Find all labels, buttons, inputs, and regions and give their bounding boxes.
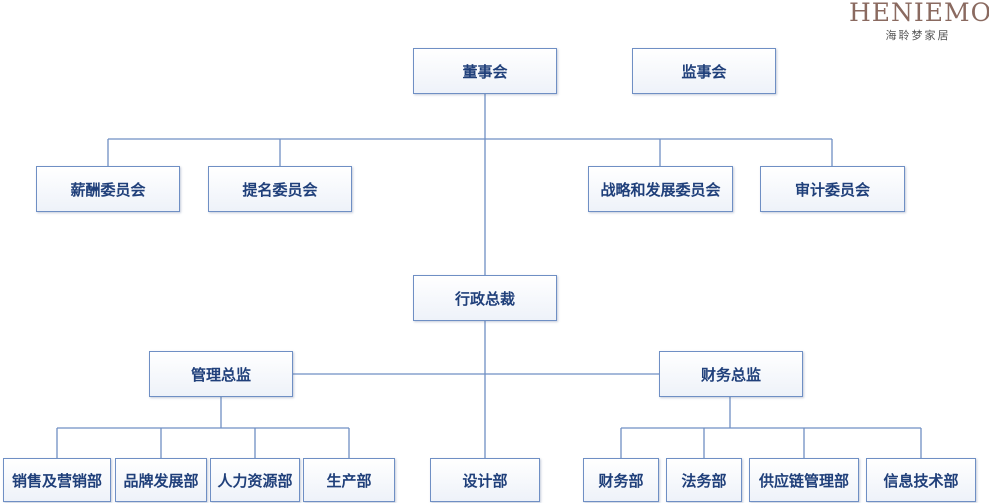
node-remuneration: 薪酬委员会 (36, 166, 180, 212)
node-legal: 法务部 (666, 458, 742, 502)
node-hr: 人力资源部 (210, 458, 300, 502)
node-finance: 财务部 (583, 458, 659, 502)
node-strategy: 战略和发展委员会 (588, 166, 733, 212)
node-mgmt-director: 管理总监 (149, 351, 293, 397)
node-supply: 供应链管理部 (749, 458, 859, 502)
node-finance-director: 财务总监 (659, 351, 803, 397)
node-design: 设计部 (430, 458, 540, 502)
node-board: 董事会 (413, 48, 557, 94)
node-it: 信息技术部 (866, 458, 976, 502)
node-brand: 品牌发展部 (115, 458, 207, 502)
node-sales: 销售及营销部 (3, 458, 111, 502)
node-audit: 审计委员会 (760, 166, 905, 212)
node-supervisory: 监事会 (632, 48, 776, 94)
logo-subtitle: 海聆梦家居 (885, 29, 951, 42)
node-nomination: 提名委员会 (208, 166, 352, 212)
node-production: 生产部 (303, 458, 395, 502)
brand-logo: HENIEMO 海聆梦家居 (849, 0, 989, 43)
logo-wordmark: HENIEMO (849, 0, 989, 27)
node-president: 行政总裁 (413, 275, 557, 321)
